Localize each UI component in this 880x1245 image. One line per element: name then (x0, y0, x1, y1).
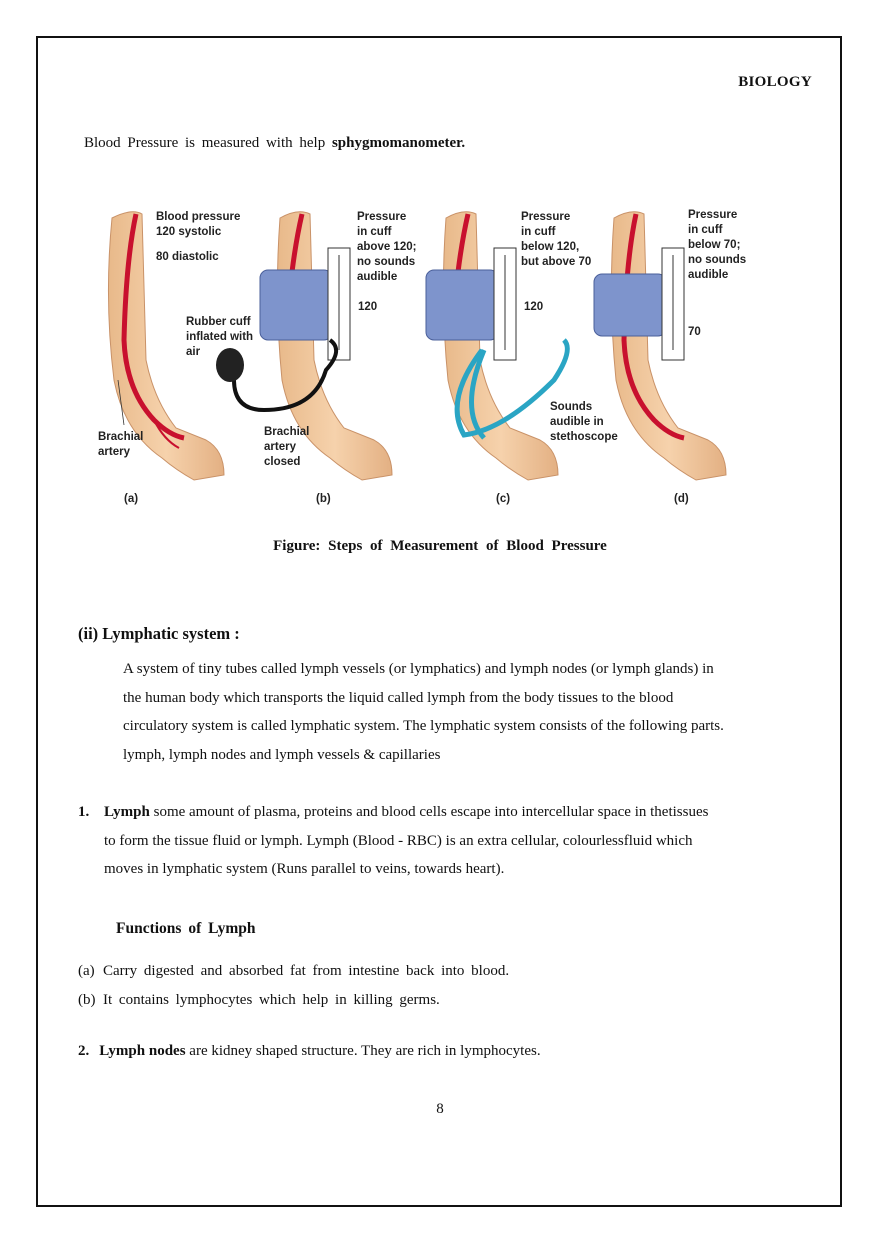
intro-text: Blood Pressure is measured with help sph… (84, 135, 465, 152)
panel-letter: (a) (124, 493, 138, 505)
panel-b-label: in cuff (357, 226, 392, 238)
list-text: It contains lymphocytes which help in ki… (103, 992, 440, 1008)
panel-d-gauge-value: 70 (688, 326, 701, 338)
panel-letter: (d) (674, 493, 689, 505)
paragraph-line: circulatory system is called lymphatic s… (123, 718, 724, 734)
panel-d-label: below 70; (688, 239, 740, 251)
panel-b-artery-label: artery (264, 441, 297, 453)
list-item: (b) It contains lymphocytes which help in… (78, 986, 509, 1015)
panel-b-label: no sounds (357, 256, 415, 268)
page-number: 8 (436, 1101, 444, 1117)
panel-b-arm (216, 211, 393, 481)
panel-c-sounds-label: audible in (550, 416, 604, 428)
item-text: some amount of plasma, proteins and bloo… (149, 804, 709, 820)
panel-c-label: below 120, (521, 241, 579, 253)
panel-b-label: above 120; (357, 241, 416, 253)
item-text: are kidney shaped structure. They are ri… (185, 1043, 541, 1059)
functions-list: (a) Carry digested and absorbed fat from … (78, 957, 509, 1015)
panel-c-label: but above 70 (521, 256, 591, 268)
item-text: to form the tissue fluid or lymph. Lymph… (104, 832, 693, 849)
intro-plain: Blood Pressure is measured with help (84, 135, 326, 151)
item-number: 2. (78, 1043, 90, 1059)
blood-pressure-figure: Blood pressure 120 systolic 80 diastolicBr… (98, 209, 746, 505)
panel-a-label: Blood pressure (156, 211, 240, 223)
panel-letter: (b) (316, 493, 331, 505)
panel-a-label: 80 diastolic (156, 251, 219, 263)
item-lymph-nodes: 2. Lymph nodes are kidney shaped structur… (78, 1043, 541, 1060)
panel-c-arm (425, 211, 570, 481)
item-lymph: 1. Lymph some amount of plasma, proteins… (78, 798, 818, 884)
panel-letter: (c) (496, 493, 510, 505)
panel-d-label: Pressure (688, 209, 737, 221)
panel-b-cuff-label: inflated with (186, 331, 253, 343)
item-term: Lymph (104, 804, 150, 820)
panel-c-sounds-label: stethoscope (550, 431, 618, 443)
paragraph-line: A system of tiny tubes called lymph vess… (123, 661, 714, 677)
paragraph-line: the human body which transports the liqu… (123, 689, 674, 706)
section-title-lymphatic: (ii) Lymphatic system : (78, 624, 240, 643)
list-text: Carry digested and absorbed fat from int… (103, 963, 510, 979)
panel-a-artery-label: Brachial (98, 431, 143, 443)
panel-b-gauge-value: 120 (358, 301, 377, 313)
intro-bold-term: sphygmomanometer. (331, 135, 466, 151)
panel-b-label: audible (357, 271, 397, 283)
panel-b-artery-label: closed (264, 456, 300, 468)
panel-b-label: Pressure (357, 211, 406, 223)
panel-c-sounds-label: Sounds (550, 401, 592, 413)
figure-caption: Figure: Steps of Measurement of Blood Pr… (273, 538, 607, 554)
paragraph-line: lymph, lymph nodes and lymph vessels & c… (123, 746, 441, 763)
panel-d-label: audible (688, 269, 728, 281)
panel-b-cuff-label: Rubber cuff (186, 316, 251, 328)
page-header: BIOLOGY (738, 74, 812, 90)
figure-labels: Blood pressure 120 systolic 80 diastolicBr… (98, 209, 746, 505)
panel-c-label: Pressure (521, 211, 570, 223)
item-text: moves in lymphatic system (Runs parallel… (104, 861, 505, 877)
panel-c-label: in cuff (521, 226, 556, 238)
item-number: 1. (78, 804, 90, 820)
item-term: Lymph nodes (99, 1043, 186, 1059)
panel-a-arm (107, 211, 225, 481)
panel-a-artery-label: artery (98, 446, 131, 458)
panel-d-label: in cuff (688, 224, 723, 236)
page-border (36, 36, 842, 1207)
functions-heading: Functions of Lymph (116, 920, 256, 937)
list-label: (b) (78, 992, 96, 1008)
panel-d-label: no sounds (688, 254, 746, 266)
panel-b-artery-label: Brachial (264, 426, 309, 438)
list-label: (a) (78, 963, 95, 979)
panel-a-label: 120 systolic (156, 226, 222, 238)
panel-d-arm (593, 211, 727, 481)
panel-c-gauge-value: 120 (524, 301, 543, 313)
list-item: (a) Carry digested and absorbed fat from … (78, 957, 509, 986)
panel-b-cuff-label: air (186, 346, 201, 358)
lymphatic-paragraph: A system of tiny tubes called lymph vess… (123, 655, 823, 769)
